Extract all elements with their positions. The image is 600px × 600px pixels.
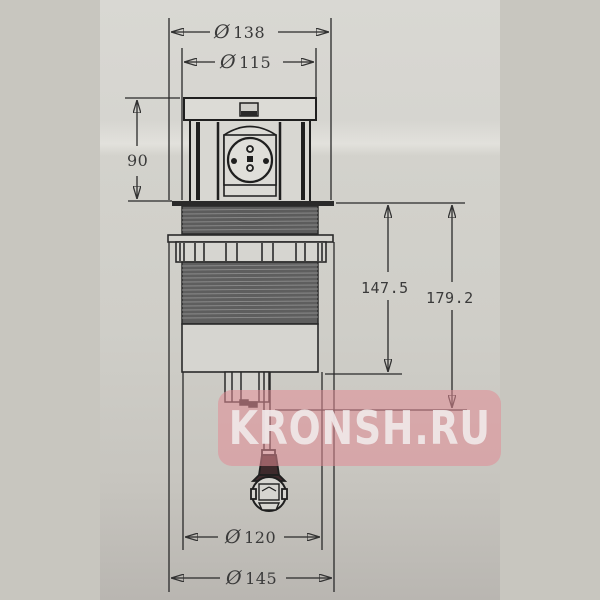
label-body-height: 147.5 <box>361 279 409 297</box>
flange-ring <box>167 234 334 263</box>
watermark-badge: KRONSH.RU <box>218 390 501 466</box>
watermark-text: KRONSH.RU <box>228 401 491 455</box>
label-head-height: 90 <box>127 151 149 170</box>
dim-head-height <box>125 97 180 202</box>
dim-body-height <box>325 202 465 375</box>
head-collar <box>172 201 334 206</box>
dim-top-inner <box>181 48 317 200</box>
upper-thread <box>181 205 319 235</box>
socket-head <box>183 97 317 203</box>
dim-top-outer <box>168 18 332 200</box>
label-total-depth: 179.2 <box>426 289 474 307</box>
threaded-body <box>181 261 319 373</box>
